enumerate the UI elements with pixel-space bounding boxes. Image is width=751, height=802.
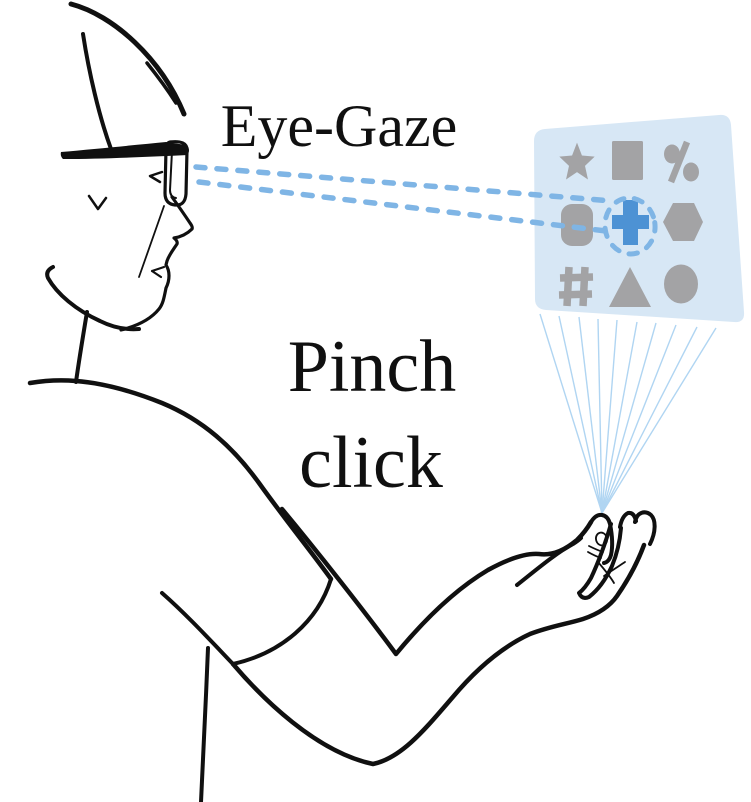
glasses-lens-inner-line bbox=[169, 150, 177, 199]
index-finger-outline bbox=[577, 522, 623, 600]
thumb-crease-lines bbox=[587, 545, 604, 559]
palm-inner-line bbox=[515, 536, 583, 587]
face-profile bbox=[119, 195, 194, 332]
hand-ray bbox=[601, 322, 657, 514]
hand-ray bbox=[601, 327, 717, 514]
middle-finger-knuckle bbox=[618, 510, 638, 529]
head-outline bbox=[68, 1, 187, 117]
pinch-click-label-line2: click bbox=[299, 422, 443, 504]
ear-line bbox=[87, 194, 108, 211]
shoulder-arm-outline bbox=[27, 378, 334, 582]
hair-accent-line bbox=[145, 61, 178, 105]
pinch-hand bbox=[515, 510, 657, 600]
pinch-click-label-line1: Pinch bbox=[288, 326, 457, 408]
glasses-nose-pad bbox=[148, 170, 164, 184]
square-icon[interactable] bbox=[612, 141, 643, 180]
neck-line bbox=[74, 310, 89, 384]
hexagon-icon[interactable] bbox=[663, 203, 703, 241]
person-figure bbox=[27, 1, 657, 802]
hand-ray bbox=[539, 313, 603, 514]
sleeve-edge-line bbox=[160, 591, 235, 666]
hand-ray bbox=[601, 321, 638, 514]
torso-side-line bbox=[199, 646, 210, 802]
floating-icon-panel bbox=[534, 114, 745, 323]
cheek-line bbox=[138, 205, 165, 278]
gaze-target-ring bbox=[602, 195, 658, 257]
triangle-icon[interactable] bbox=[609, 267, 651, 307]
thumbnail-line bbox=[595, 531, 608, 547]
ar-glasses bbox=[60, 140, 189, 207]
circle-icon[interactable] bbox=[664, 264, 698, 304]
hand-ray bbox=[597, 318, 603, 514]
hand-ray-lines bbox=[539, 313, 717, 514]
sleeve-hem-line bbox=[231, 577, 333, 666]
glasses-temple-arm bbox=[60, 142, 189, 159]
hand-ray bbox=[578, 316, 603, 514]
star-icon[interactable] bbox=[559, 142, 595, 180]
cap-back-line bbox=[81, 32, 113, 151]
pinky-knuckle-mound bbox=[633, 510, 657, 546]
forearm-under-line bbox=[230, 542, 647, 767]
gaze-cone bbox=[193, 164, 658, 257]
percent-icon[interactable] bbox=[664, 140, 699, 184]
hand-ray bbox=[601, 326, 698, 514]
mouth-line bbox=[150, 265, 166, 279]
hand-ray bbox=[601, 319, 618, 514]
eye-gaze-label: Eye-Gaze bbox=[221, 93, 457, 159]
glasses-lens bbox=[163, 140, 189, 207]
gaze-dashed-line-upper bbox=[193, 164, 615, 204]
hash-icon[interactable] bbox=[558, 266, 594, 307]
jaw-line bbox=[45, 265, 141, 332]
plus-icon-selected[interactable] bbox=[612, 200, 649, 245]
gaze-dashed-line-lower bbox=[196, 179, 609, 234]
hand-ray bbox=[558, 315, 603, 514]
hand-ray bbox=[601, 324, 677, 514]
palm-crease-lines bbox=[597, 561, 626, 584]
